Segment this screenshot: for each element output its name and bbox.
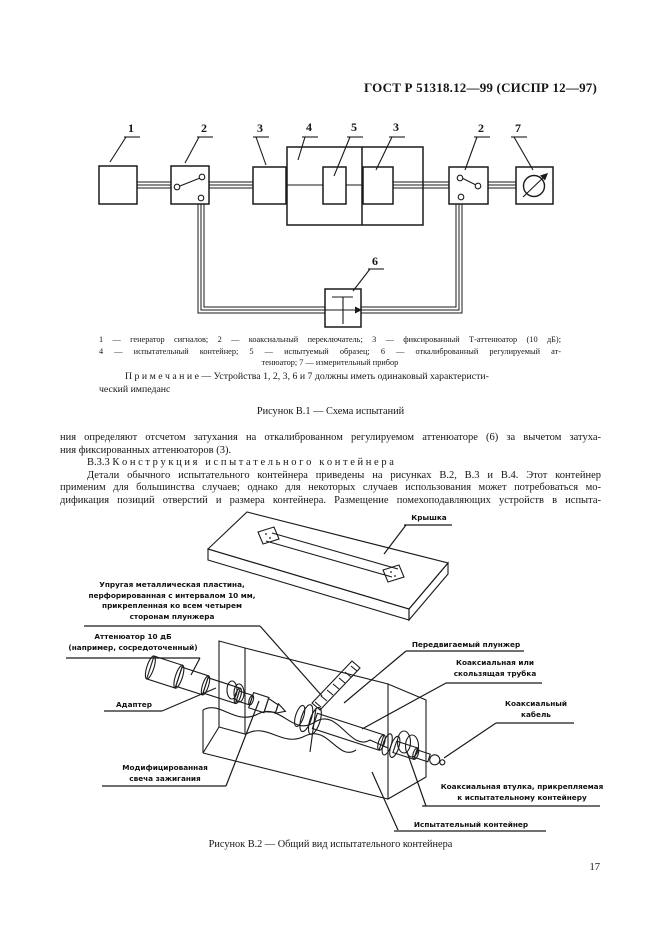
- label-coaxial-tube: Коаксиальная или скользящая трубка: [448, 658, 542, 679]
- box-test-container: [286, 146, 424, 226]
- note-line: П р и м е ч а н и е — Устройства 1, 2, 3…: [125, 371, 489, 382]
- callout-2b: 2: [478, 121, 484, 135]
- label-attenuator: Аттенюатор 10 дБ (например, сосредоточен…: [64, 632, 202, 653]
- key-line: 1 — генератор сигналов; 2 — коаксиальный…: [99, 335, 561, 344]
- figure-b1-diagram: [98, 136, 554, 328]
- figure-b2-caption: Рисунок В.2 — Общий вид испытательного к…: [208, 839, 453, 850]
- label-coaxial-cable: Коаксиальный кабель: [498, 699, 574, 720]
- key-line: 4 — испытательный контейнер; 5 — испытуе…: [99, 346, 561, 356]
- body-line: дификация позиций отверстий и размера ко…: [60, 494, 601, 506]
- key-line: тенюатор; 7 — измерительный прибор: [261, 358, 399, 368]
- box-variable-attenuator: [324, 288, 362, 328]
- label-line: Коаксиальная или: [456, 658, 534, 667]
- callout-1: 1: [128, 121, 134, 135]
- section-heading: В.3.3 К о н с т р у к ц и я и с п ы т а …: [87, 457, 394, 469]
- callout-2: 2: [201, 121, 207, 135]
- body-text: ния определяют отсчетом затухания на отк…: [60, 432, 601, 508]
- label-lid: Крышка: [411, 513, 447, 522]
- label-line: (например, сосредоточенный): [68, 642, 198, 652]
- label-line: прикрепленная ко всем четырем: [102, 601, 242, 611]
- callout-3: 3: [257, 121, 263, 135]
- b1-boxes: [98, 146, 554, 328]
- perforated-plate-drawing: [311, 660, 361, 711]
- label-line: Модифицированная: [122, 763, 208, 772]
- switch-symbol-left: [173, 173, 206, 202]
- b1-callout-leaders: [109, 136, 534, 292]
- label-plunger: Передвигаемый плунжер: [411, 640, 521, 649]
- container-box-drawing: [202, 640, 427, 800]
- body-line: ния определяют отсчетом затухания на отк…: [60, 432, 601, 443]
- figure-b1-caption: Рисунок В.1 — Схема испытаний: [256, 406, 405, 417]
- label-spark-plug: Модифицированная свеча зажигания: [104, 763, 226, 784]
- figure-b1-note: П р и м е ч а н и е — Устройства 1, 2, 3…: [99, 370, 577, 396]
- document-header: ГОСТ Р 51318.12—99 (СИСПР 12—97): [364, 80, 597, 95]
- label-line: Аттенюатор 10 дБ: [94, 632, 172, 641]
- figure-b1-key: 1 — генератор сигналов; 2 — коаксиальный…: [99, 334, 561, 369]
- label-coaxial-bushing: Коаксиальная втулка, прикрепляемая к исп…: [424, 782, 620, 803]
- label-line: Коаксиальная втулка, прикрепляемая: [440, 782, 604, 791]
- label-adapter: Адаптер: [116, 700, 152, 709]
- label-line: перфорированная с интервалом 10 мм,: [88, 590, 256, 600]
- label-perforated-plate: Упругая металлическая пластина, перфорир…: [82, 580, 262, 622]
- callout-4: 4: [306, 120, 312, 134]
- label-line: скользящая трубка: [453, 668, 537, 678]
- callout-3b: 3: [393, 120, 399, 134]
- lid-drawing: [206, 511, 449, 622]
- callout-7: 7: [515, 121, 521, 135]
- figure-b2-drawing: [66, 511, 600, 832]
- page-number: 17: [589, 862, 601, 873]
- box-generator: [98, 165, 138, 205]
- b1-cables: [137, 181, 516, 314]
- label-line: Коаксиальный: [505, 699, 567, 708]
- box-sample: [322, 166, 347, 205]
- b2-label-leaders: [66, 524, 600, 832]
- meter-symbol: [522, 173, 548, 198]
- label-line: свеча зажигания: [129, 773, 201, 783]
- box-attenuator-right: [362, 166, 394, 205]
- shaft-assembly-drawing: [144, 655, 446, 766]
- label-line: к испытательному контейнеру: [457, 792, 587, 802]
- note-line: ческий импеданс: [99, 384, 171, 395]
- label-line: сторонам плунжера: [129, 611, 215, 621]
- callout-5: 5: [351, 120, 357, 134]
- box-attenuator-left: [252, 166, 287, 205]
- callout-6: 6: [372, 254, 378, 268]
- label-test-container: Испытательный контейнер: [413, 820, 529, 829]
- box-switch-right: [448, 166, 489, 205]
- body-line: ния фиксированных аттенюаторов (3).: [60, 444, 232, 456]
- label-line: Упругая металлическая пластина,: [99, 580, 245, 589]
- variable-attenuator-symbol: [325, 296, 362, 324]
- label-line: кабель: [521, 709, 551, 719]
- switch-symbol-right: [456, 174, 482, 201]
- body-line: применим для большинства случаев; однако…: [60, 482, 601, 494]
- body-line: Детали обычного испытательного контейнер…: [87, 469, 601, 481]
